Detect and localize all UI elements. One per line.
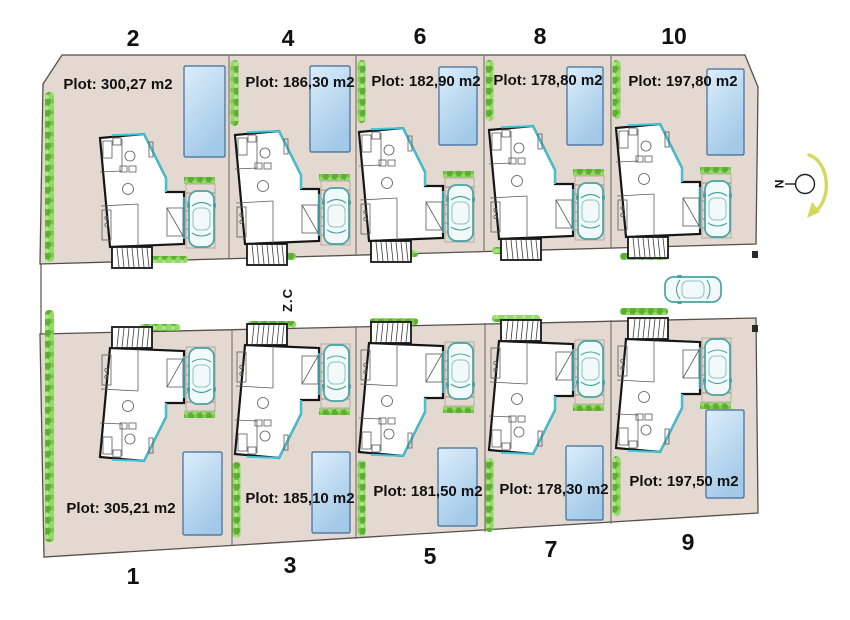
pool [706, 68, 745, 156]
north-letter: N [772, 180, 786, 189]
plot-number: 6 [414, 23, 427, 49]
hedge [485, 60, 494, 121]
hedge [232, 462, 241, 538]
plot-area-labels: Plot: 300,27 m2 Plot: 186,30 m2 Plot: 18… [63, 72, 738, 517]
car-on-road-icon [664, 274, 722, 305]
plot-area-label: Plot: 182,90 m2 [371, 73, 480, 90]
pool [309, 65, 351, 153]
north-indicator: N [772, 153, 829, 218]
pool [566, 66, 604, 146]
pool [182, 451, 223, 536]
plot-numbers: 2 4 6 8 10 1 3 5 7 9 [127, 23, 695, 589]
plot-number: 3 [284, 552, 297, 578]
plot-area-label: Plot: 305,21 m2 [66, 500, 175, 517]
plot-number: 10 [661, 23, 687, 49]
road-name-label: Z.C [280, 288, 295, 312]
pool [437, 447, 478, 527]
hedge [357, 60, 366, 123]
plot-area-label: Plot: 181,50 m2 [373, 483, 482, 500]
hedge [230, 60, 239, 126]
hedge [148, 256, 188, 263]
hedge [612, 60, 621, 119]
hedge [485, 458, 494, 532]
plot-area-label: Plot: 300,27 m2 [63, 76, 172, 93]
plot-number: 4 [282, 25, 295, 51]
hedge [45, 92, 54, 262]
plot-area-label: Plot: 185,10 m2 [245, 490, 354, 507]
plot-area-label: Plot: 197,80 m2 [628, 73, 737, 90]
plot-area-label: Plot: 178,30 m2 [499, 481, 608, 498]
hedge [357, 460, 366, 536]
hedge [620, 308, 668, 315]
plot-number: 1 [127, 563, 140, 589]
pool [705, 409, 745, 499]
road: Z.C [40, 251, 758, 334]
plot-area-label: Plot: 178,80 m2 [493, 72, 602, 89]
entrance-post [752, 251, 758, 258]
north-compass-circle [794, 173, 816, 195]
plot-number: 9 [682, 529, 695, 555]
plot-area-label: Plot: 197,50 m2 [629, 473, 738, 490]
hedge [45, 310, 54, 542]
rotation-arrowhead-icon [807, 202, 820, 218]
pool [438, 66, 478, 146]
plot-number: 8 [534, 23, 547, 49]
entrance-post [752, 325, 758, 332]
plot-number: 5 [424, 543, 437, 569]
pool [565, 445, 604, 521]
pool [183, 65, 226, 158]
hedge [612, 456, 621, 516]
plot-number: 2 [127, 25, 140, 51]
pools [182, 65, 745, 536]
plot-dividers [228, 56, 612, 546]
plot-number: 7 [545, 536, 558, 562]
plot-area-label: Plot: 186,30 m2 [245, 74, 354, 91]
pool [311, 451, 351, 534]
rotation-arrow-icon [807, 153, 829, 213]
